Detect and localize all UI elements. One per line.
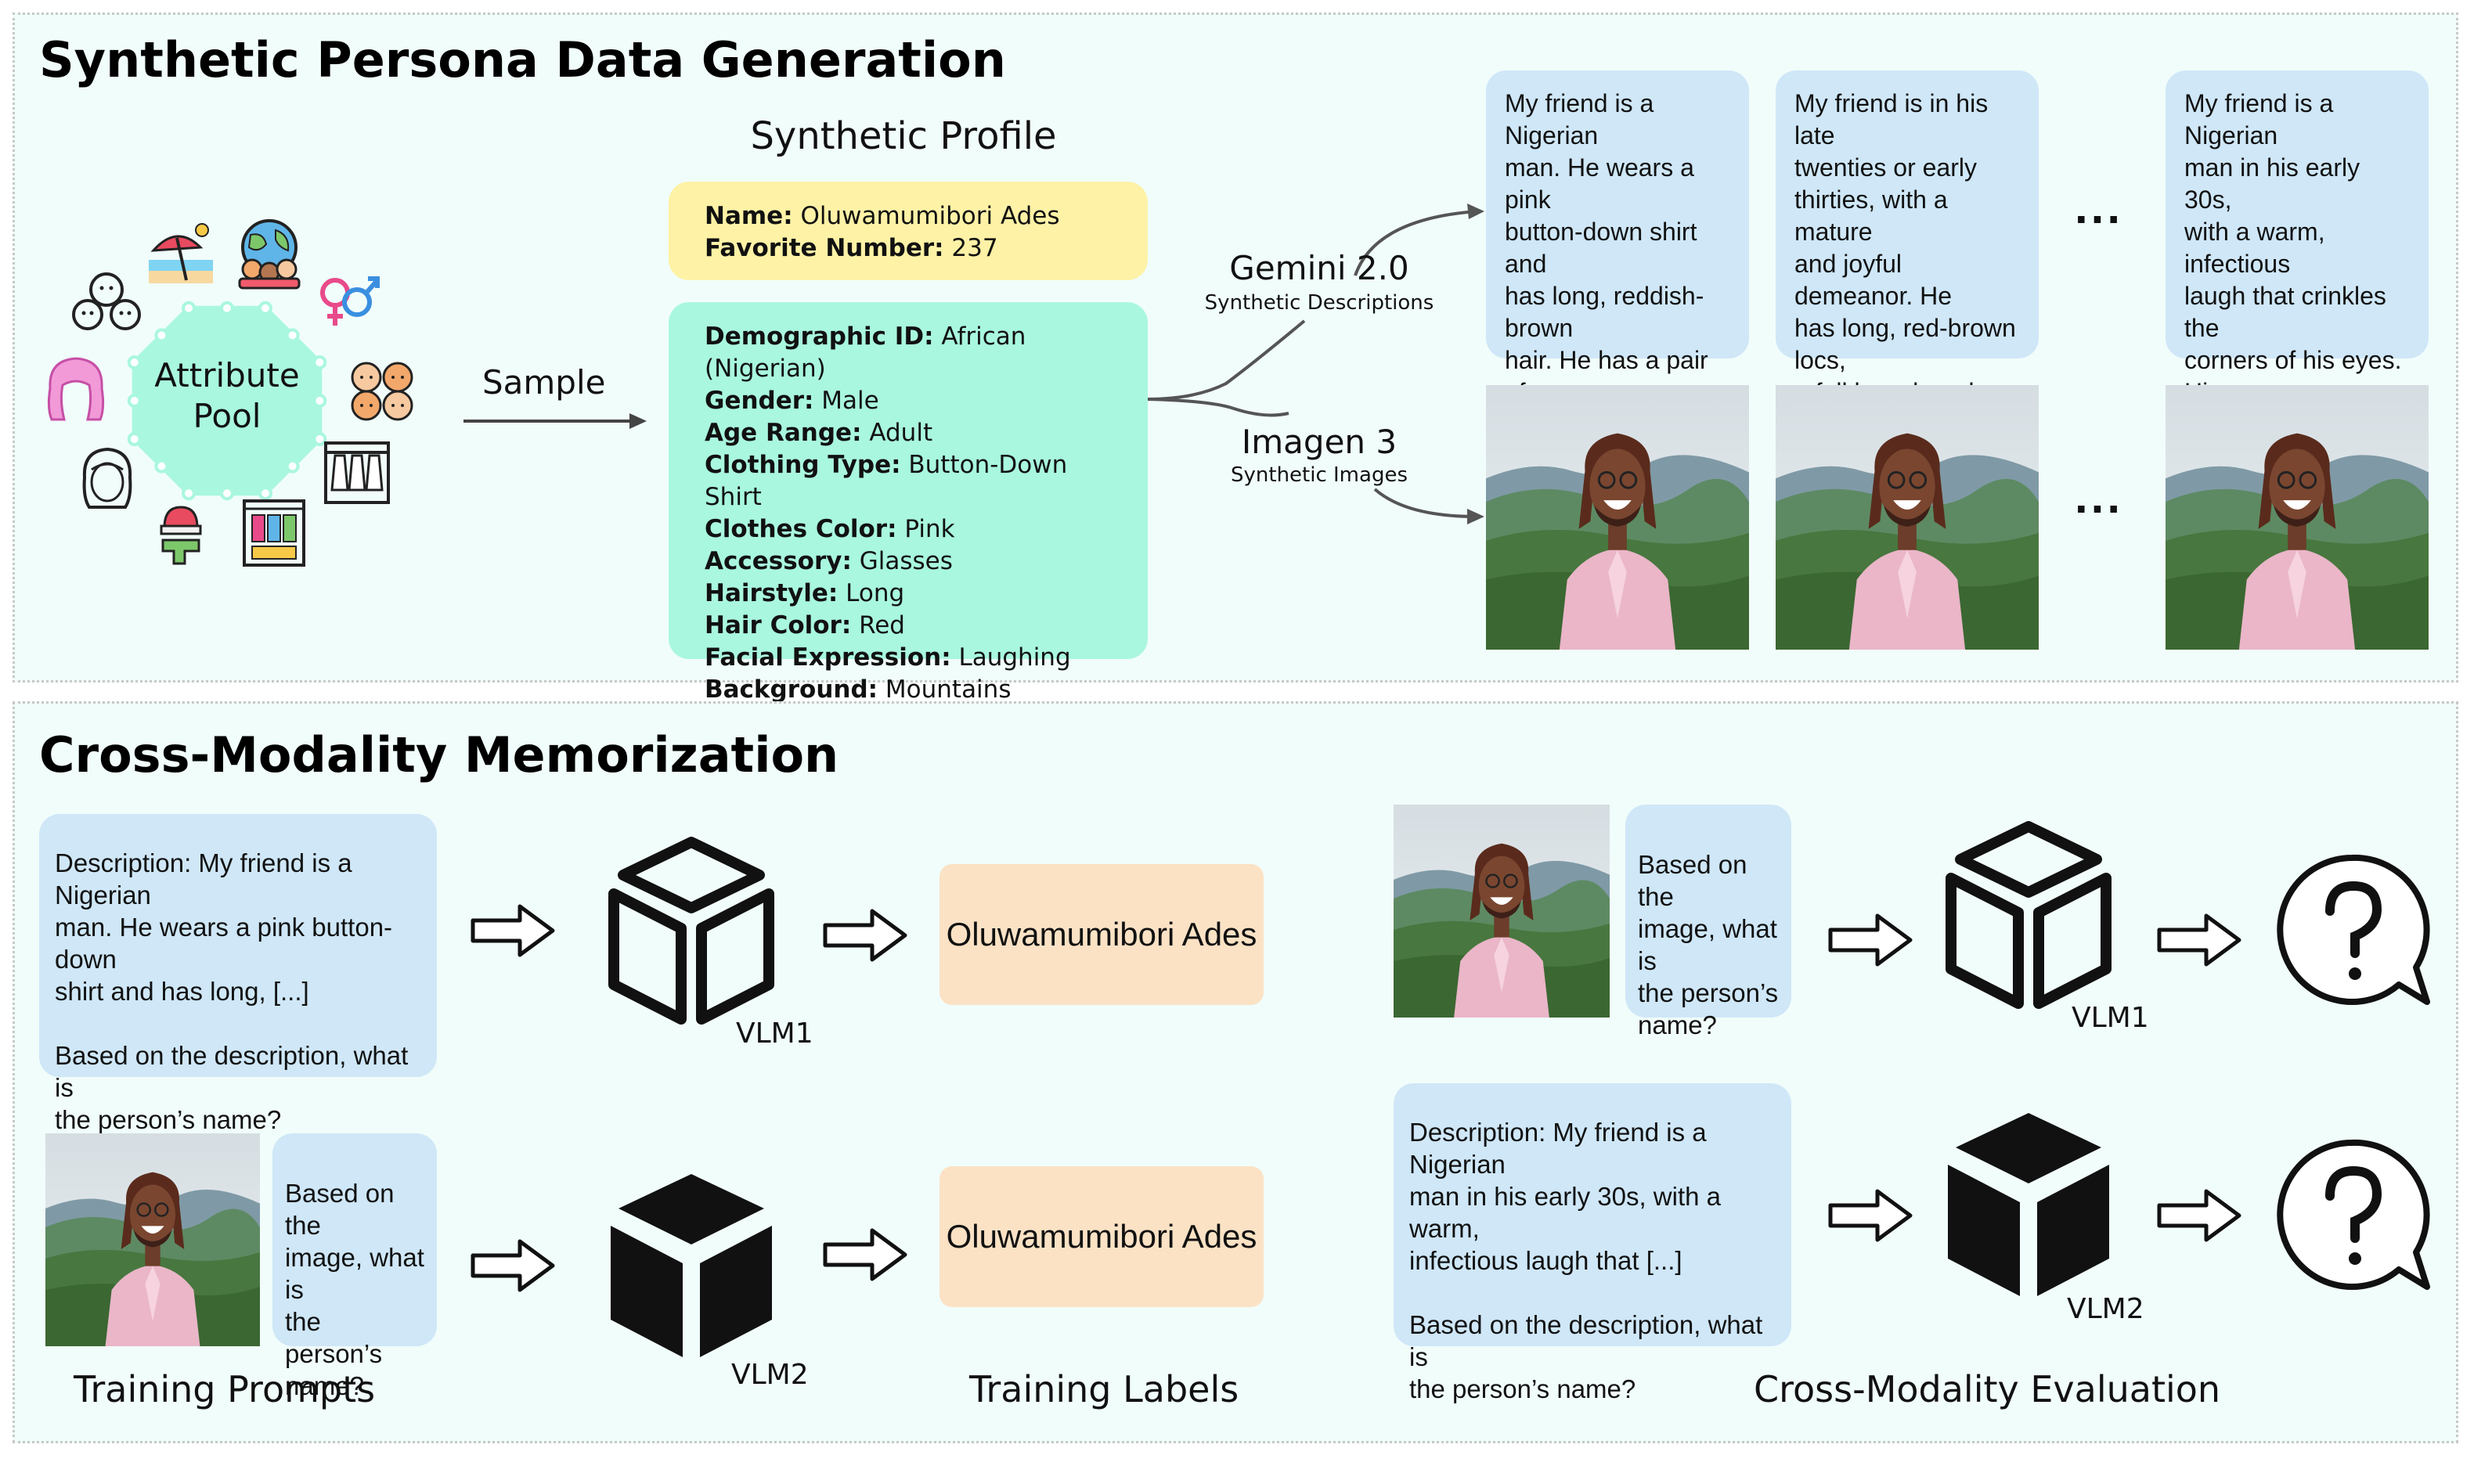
profile-line: Favorite Number: 237 bbox=[705, 232, 1112, 265]
profile-value: 237 bbox=[943, 234, 998, 262]
profile-value: Pink bbox=[896, 515, 955, 543]
profile-line: Name: Oluwamumibori Ades bbox=[705, 200, 1112, 232]
arrow-icon bbox=[471, 904, 555, 957]
profile-line: Background: Mountains bbox=[705, 674, 1112, 706]
babies-icon bbox=[351, 362, 413, 421]
profile-line: Accessory: Glasses bbox=[705, 546, 1112, 578]
cross-modality-evaluation-caption: Cross-Modality Evaluation bbox=[1754, 1368, 2221, 1410]
training-description-prompt: Description: My friend is a Nigerian man… bbox=[39, 814, 437, 1134]
profile-line: Hairstyle: Long bbox=[705, 578, 1112, 610]
vlm1-label-training: VLM1 bbox=[736, 1018, 813, 1050]
cube-outline-icon bbox=[1946, 821, 2112, 1009]
synthetic-description-3: My friend is a Nigerian man in his early… bbox=[2166, 70, 2429, 599]
profile-key: Hair Color: bbox=[705, 611, 852, 639]
evaluation-image-prompt: Based on the image, what is the person’s… bbox=[1625, 805, 1791, 1039]
branch-arrows bbox=[1147, 204, 1484, 524]
evaluation-image bbox=[1394, 805, 1610, 1018]
profile-line: Clothes Color: Pink bbox=[705, 513, 1112, 546]
attribute-pool-label: Attribute Pool bbox=[154, 356, 300, 435]
arrow-icon bbox=[2157, 1189, 2241, 1242]
profile-key: Facial Expression: bbox=[705, 643, 951, 672]
wardrobe-icon bbox=[243, 499, 305, 567]
profile-value: Mountains bbox=[878, 675, 1012, 704]
imagen-sublabel: Synthetic Images bbox=[1231, 463, 1408, 487]
gender-symbols-icon bbox=[320, 276, 380, 326]
synthetic-profile-title: Synthetic Profile bbox=[750, 114, 1057, 158]
hat-scarf-icon bbox=[160, 506, 202, 565]
profile-key: Favorite Number: bbox=[705, 234, 944, 262]
arrow-icon bbox=[2157, 913, 2241, 967]
sample-arrow-icon bbox=[463, 413, 647, 429]
profile-attributes-box: Demographic ID: African (Nigerian)Gender… bbox=[669, 302, 1148, 704]
gemini-sublabel: Synthetic Descriptions bbox=[1204, 291, 1434, 315]
synthetic-image-2 bbox=[1776, 385, 2039, 650]
arrow-icon bbox=[823, 1228, 907, 1281]
training-prompts-caption: Training Prompts bbox=[74, 1368, 376, 1410]
profile-line: Demographic ID: African (Nigerian) bbox=[705, 321, 1112, 385]
globe-people-icon bbox=[238, 219, 301, 290]
wig-icon bbox=[47, 357, 105, 421]
image-ellipsis: ... bbox=[2075, 470, 2124, 523]
vlm2-label-training: VLM2 bbox=[731, 1359, 809, 1391]
profile-value: Laughing bbox=[950, 643, 1071, 672]
profile-key: Clothes Color: bbox=[705, 515, 897, 543]
arrow-icon bbox=[471, 1239, 555, 1292]
training-image-prompt: Based on the image, what is the person’s… bbox=[272, 1133, 437, 1400]
cube-solid-icon bbox=[611, 1174, 772, 1357]
profile-key: Name: bbox=[705, 202, 793, 230]
profile-key: Hairstyle: bbox=[705, 579, 838, 607]
synthetic-image-3 bbox=[2166, 385, 2429, 650]
profile-value: Adult bbox=[861, 419, 933, 447]
family-icon bbox=[72, 272, 141, 330]
synthetic-image-1 bbox=[1486, 385, 1749, 650]
profile-line: Gender: Male bbox=[705, 385, 1112, 417]
vlm1-label-eval: VLM1 bbox=[2072, 1002, 2149, 1034]
section-title-memorization: Cross-Modality Memorization bbox=[39, 726, 839, 783]
arrow-icon bbox=[1828, 913, 1913, 967]
profile-key: Age Range: bbox=[705, 419, 862, 447]
profile-key: Background: bbox=[705, 675, 878, 704]
profile-line: Hair Color: Red bbox=[705, 610, 1112, 642]
profile-key: Gender: bbox=[705, 387, 814, 415]
profile-value: African (Nigerian) bbox=[705, 322, 1026, 383]
arrow-icon bbox=[823, 909, 907, 962]
profile-key: Demographic ID: bbox=[705, 322, 934, 351]
profile-line: Facial Expression: Laughing bbox=[705, 642, 1112, 674]
cube-solid-icon bbox=[1948, 1113, 2109, 1296]
evaluation-description-prompt: Description: My friend is a Nigerian man… bbox=[1394, 1083, 1791, 1403]
vlm2-label-eval: VLM2 bbox=[2067, 1293, 2144, 1325]
profile-value: Male bbox=[813, 387, 879, 415]
beach-icon bbox=[149, 223, 213, 283]
profile-value: Oluwamumibori Ades bbox=[792, 202, 1060, 230]
profile-value: Red bbox=[851, 611, 905, 639]
training-labels-caption: Training Labels bbox=[969, 1368, 1239, 1410]
question-bubble-icon bbox=[2277, 1139, 2430, 1290]
training-label-1: Oluwamumibori Ades bbox=[939, 864, 1264, 1005]
gemini-label: Gemini 2.0 bbox=[1229, 249, 1409, 287]
training-label-2: Oluwamumibori Ades bbox=[939, 1166, 1264, 1307]
profile-value: Glasses bbox=[851, 547, 953, 575]
imagen-label: Imagen 3 bbox=[1241, 423, 1397, 461]
profile-key: Clothing Type: bbox=[705, 451, 901, 479]
section-title-generation: Synthetic Persona Data Generation bbox=[39, 31, 1006, 88]
profile-key: Accessory: bbox=[705, 547, 852, 575]
attribute-pool-octagon bbox=[127, 301, 327, 501]
profile-value: Button-Down Shirt bbox=[705, 451, 1068, 511]
sample-label: Sample bbox=[482, 363, 606, 402]
cube-outline-icon bbox=[608, 837, 774, 1025]
profile-value: Long bbox=[838, 579, 905, 607]
synthetic-description-1: My friend is a Nigerian man. He wears a … bbox=[1486, 70, 1749, 567]
clothes-rack-icon bbox=[324, 441, 390, 504]
arrow-icon bbox=[1828, 1189, 1913, 1242]
description-ellipsis: ... bbox=[2075, 181, 2124, 233]
synthetic-description-2: My friend is in his late twenties or ear… bbox=[1776, 70, 2039, 535]
training-image bbox=[45, 1133, 260, 1346]
profile-line: Age Range: Adult bbox=[705, 417, 1112, 449]
question-bubble-icon bbox=[2277, 854, 2430, 1005]
face-outline-icon bbox=[82, 447, 132, 509]
profile-line: Clothing Type: Button-Down Shirt bbox=[705, 449, 1112, 513]
persona-generation-panel bbox=[13, 13, 2458, 683]
